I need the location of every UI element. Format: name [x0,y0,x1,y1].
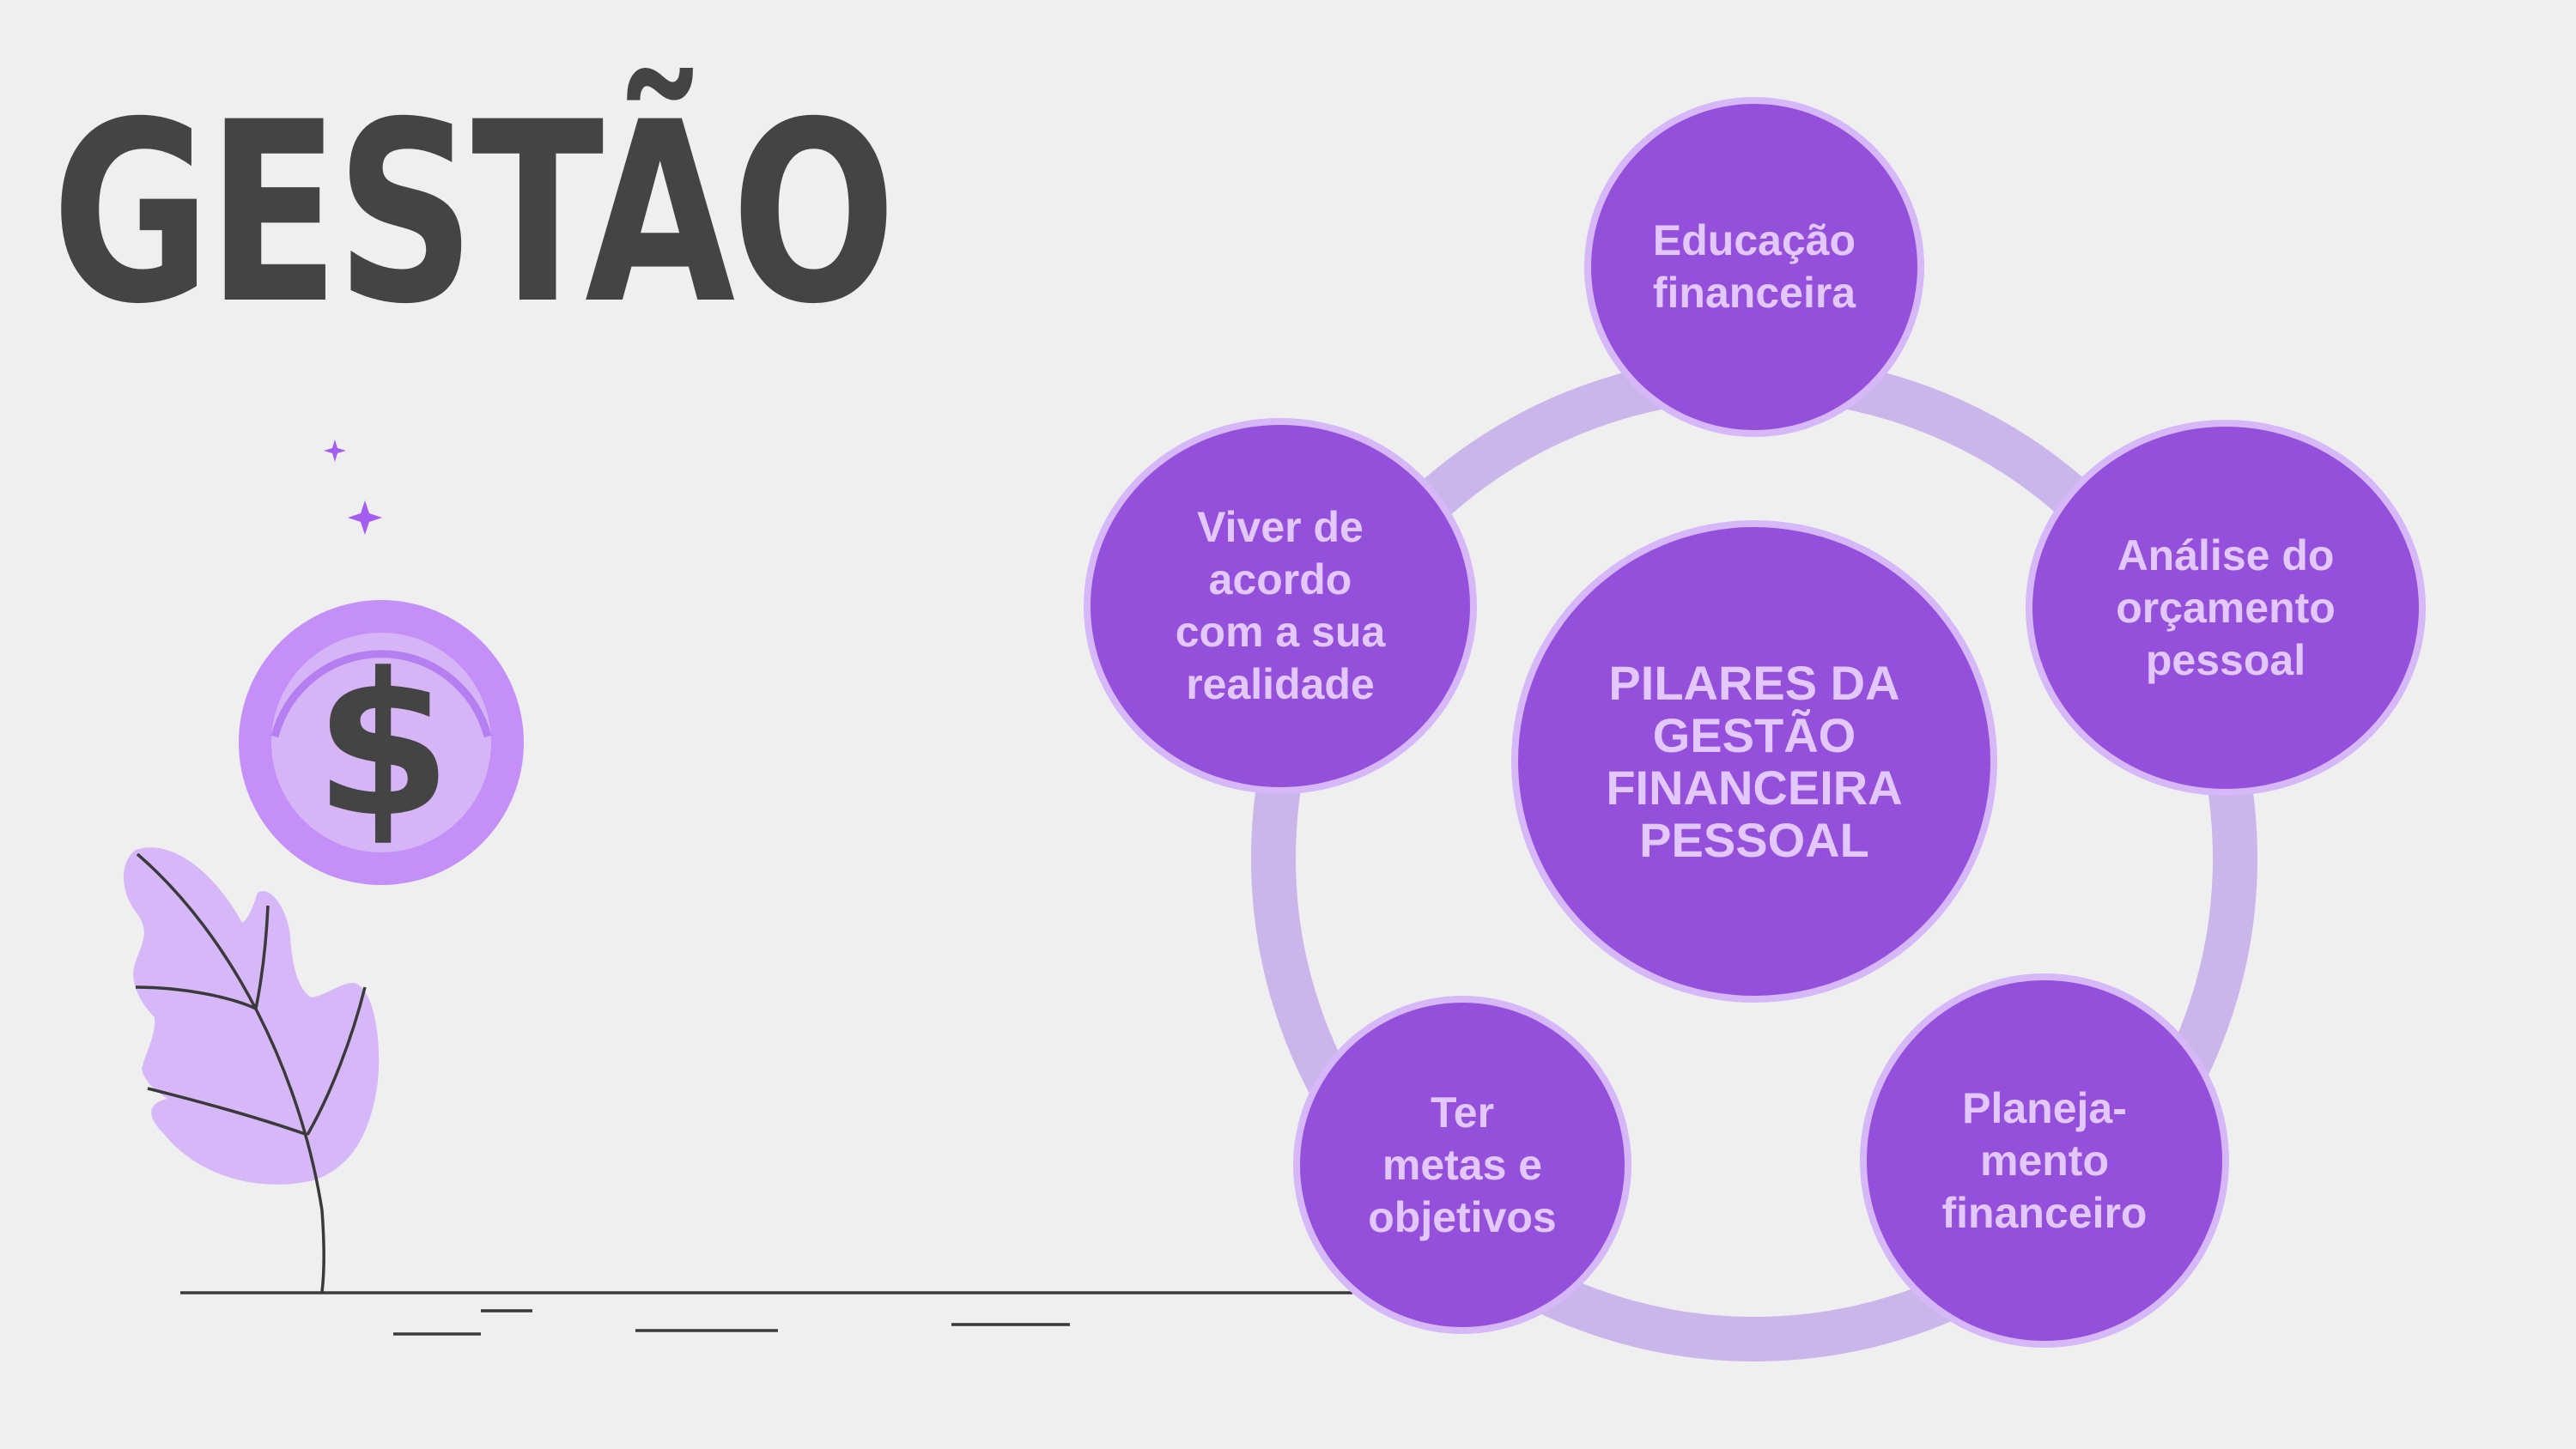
node-label: Ter metas e objetivos [1368,1088,1557,1241]
node-viver: Viver de acordo com a sua realidade [1091,425,1470,787]
node-analise: Análise do orçamento pessoal [2032,427,2419,789]
coin-icon: $ [239,600,524,885]
center-node: PILARES DA GESTÃO FINANCEIRA PESSOAL [1518,527,1990,996]
node-label: Planeja- mento financeiro [1941,1083,2148,1237]
leaf-icon [123,847,380,1293]
coin-symbol: $ [314,632,452,861]
node-label: Análise do orçamento pessoal [2116,530,2336,684]
center-node-label: PILARES DA GESTÃO FINANCEIRA PESSOAL [1606,655,1903,868]
node-educacao: Educação financeira [1591,104,1917,430]
node-metas: Ter metas e objetivos [1300,1003,1625,1327]
node-label: Viver de acordo com a sua realidade [1175,503,1386,708]
sparkle-icon [348,500,382,535]
page-title: GESTÃO [52,70,896,359]
ground-lines [180,1291,1352,1336]
node-label: Educação financeira [1652,216,1856,317]
node-planejamento: Planeja- mento financeiro [1867,980,2222,1341]
sparkle-icon [324,440,346,462]
